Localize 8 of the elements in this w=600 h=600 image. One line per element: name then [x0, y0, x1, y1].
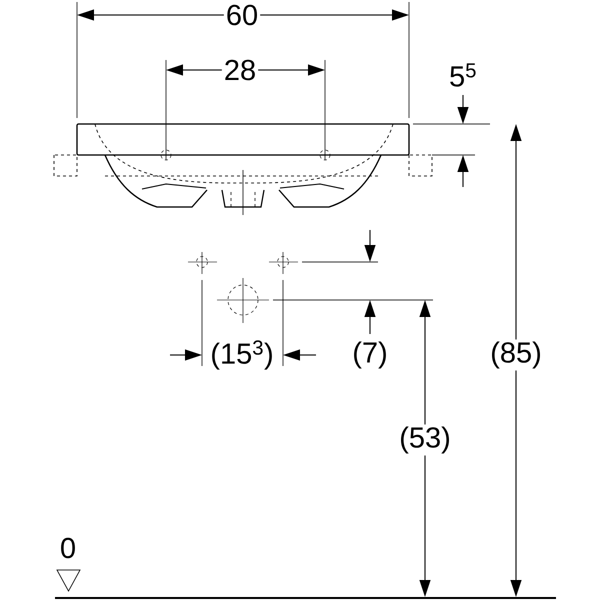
- dimension-label: 5$^{5}$: [450, 63, 476, 87]
- dimension-label: 28: [222, 58, 258, 82]
- dimension-label: 60: [224, 2, 260, 28]
- dimension-label: (53): [397, 424, 453, 456]
- dimension-label: (7): [354, 342, 386, 369]
- dimension-label: 0: [61, 538, 75, 558]
- dimension-label: (85): [488, 340, 544, 371]
- dimension-label: (15$^{3}$): [212, 340, 272, 370]
